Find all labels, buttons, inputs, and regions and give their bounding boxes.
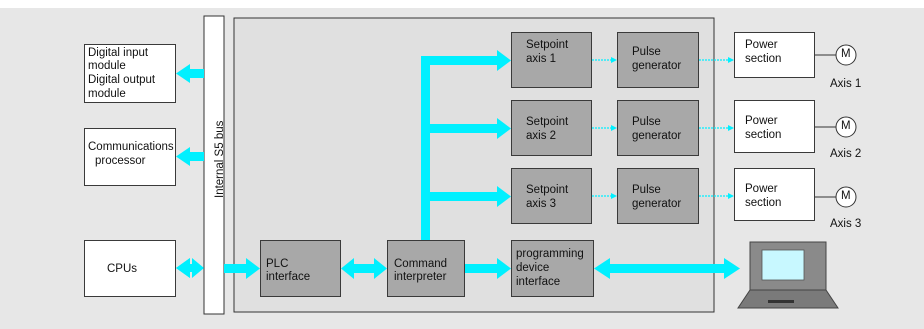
motor-icon (835, 116, 857, 138)
pulse-generator-2-line2: generator (632, 130, 682, 142)
plc-line1: PLC (266, 258, 289, 270)
power-section-2: Power section (734, 100, 815, 153)
pulse-generator-2: Pulse generator (617, 100, 699, 156)
comms-line2: processor (95, 155, 146, 167)
setpoint-axis-1-line1: Setpoint (526, 39, 569, 51)
arrow-pg-to-laptop (594, 258, 740, 279)
s5-bus-label: Internal S5 bus (214, 120, 226, 198)
arrow-bus-to-plc (224, 258, 260, 279)
command-to-setpoints-trunk (421, 50, 511, 240)
power-section-1-line1: Power (745, 39, 778, 51)
command-interpreter: Command interpreter (387, 240, 465, 297)
digital-io-module: Digital input module Digital output modu… (84, 44, 176, 103)
command-line1: Command (394, 258, 448, 270)
cpus-module: CPUs (84, 240, 176, 297)
setpoint-axis-2-line1: Setpoint (526, 116, 569, 128)
power-motor-lines (815, 54, 836, 198)
digital-io-line3: Digital output (88, 74, 156, 86)
power-section-1: Power section (734, 32, 815, 78)
digital-io-line4: module (88, 88, 126, 100)
digital-io-line2: module (88, 60, 126, 72)
power-section-2-line2: section (745, 129, 782, 141)
power-section-3-line2: section (745, 197, 782, 209)
comms-line1: Communications (88, 141, 174, 153)
communications-processor: Communications processor (84, 128, 176, 186)
setpoint-axis-1: Setpoint axis 1 (511, 32, 592, 88)
arrow-command-to-pg (465, 258, 511, 279)
arrow-bus-to-digital-io (176, 64, 204, 83)
thin-connectors (592, 57, 734, 199)
pg-line2: device (516, 262, 550, 274)
digital-io-line1: Digital input (88, 47, 149, 59)
motor-icon (835, 44, 857, 66)
setpoint-axis-1-line2: axis 1 (526, 53, 557, 65)
motor-2-label: M (841, 120, 851, 132)
axis-3-label: Axis 3 (830, 218, 862, 230)
arrow-cpus-bus (176, 258, 204, 278)
pulse-generator-1: Pulse generator (617, 32, 699, 88)
motor-1-label: M (841, 48, 851, 60)
pulse-generator-3-line1: Pulse (632, 184, 661, 196)
power-section-3: Power section (734, 168, 815, 221)
pulse-generator-3-line2: generator (632, 198, 682, 210)
plc-line2: interface (266, 271, 311, 283)
power-section-3-line1: Power (745, 183, 778, 195)
pg-line3: interface (516, 276, 561, 288)
pulse-generator-2-line1: Pulse (632, 116, 661, 128)
arrow-bus-to-comms (176, 147, 204, 166)
setpoint-axis-2-line2: axis 2 (526, 130, 557, 142)
programming-device-interface: programming device interface (511, 240, 594, 297)
axis-1-label: Axis 1 (830, 78, 862, 90)
axis-2-label: Axis 2 (830, 148, 862, 160)
laptop-icon (737, 241, 839, 309)
setpoint-axis-2: Setpoint axis 2 (511, 100, 592, 156)
power-section-1-line2: section (745, 53, 782, 65)
cpus-label: CPUs (107, 263, 138, 275)
pulse-generator-3: Pulse generator (617, 168, 699, 224)
motor-3-label: M (841, 190, 851, 202)
pg-line1: programming (516, 248, 584, 260)
setpoint-axis-3: Setpoint axis 3 (511, 168, 592, 224)
setpoint-axis-3-line1: Setpoint (526, 184, 569, 196)
pulse-generator-1-line2: generator (632, 60, 682, 72)
plc-interface: PLC interface (260, 240, 341, 297)
pulse-generator-1-line1: Pulse (632, 46, 661, 58)
power-section-2-line1: Power (745, 115, 778, 127)
arrow-plc-command (341, 258, 387, 279)
motor-icon (835, 186, 857, 208)
command-line2: interpreter (394, 271, 447, 283)
setpoint-axis-3-line2: axis 3 (526, 198, 557, 210)
s5-bus-bar (203, 15, 225, 315)
